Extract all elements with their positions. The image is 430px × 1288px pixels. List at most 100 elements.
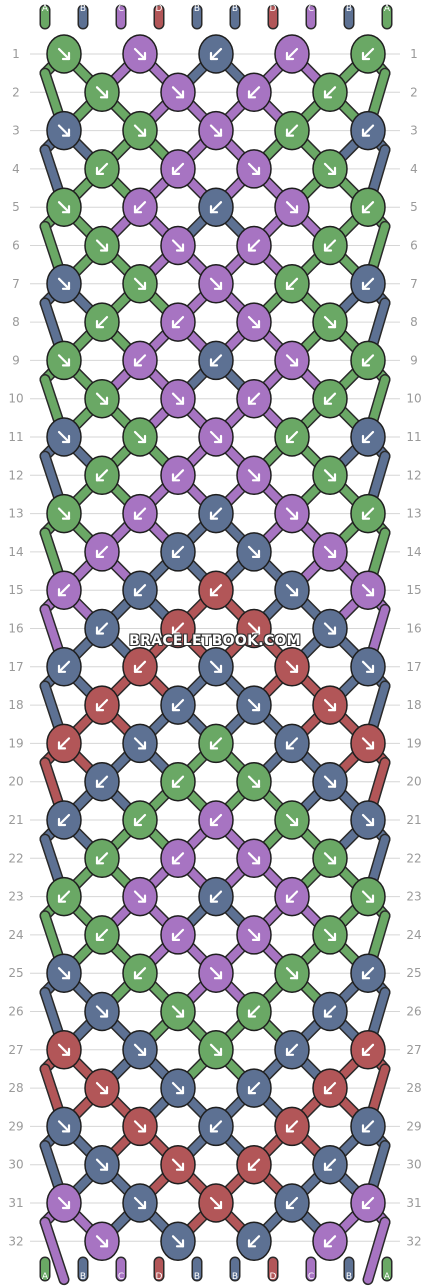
knot [236,378,272,419]
row-number-right: 9 [410,353,418,367]
arrow-down-right-icon [133,430,147,444]
knot [122,1183,158,1223]
knot [84,225,120,266]
knot [274,876,310,917]
arrow-down-left-icon [247,1005,261,1018]
arrow-down-right-icon [323,622,337,635]
knot [274,34,310,74]
row-number-left: 1 [12,47,20,61]
knot [84,302,120,342]
knot [236,225,272,266]
knot [84,761,120,802]
arrow-down-right-icon [57,430,71,444]
knot [312,761,348,802]
strand-label-top: B [80,4,86,14]
row-number-right: 3 [410,124,418,138]
knot [122,570,158,610]
row-number-right: 16 [406,622,421,636]
knot [274,264,310,304]
arrow-down-left-icon [247,86,261,99]
knot [236,761,272,802]
knot [46,1183,82,1223]
knot [274,953,310,993]
row-number-left: 15 [8,583,23,597]
knot [350,264,386,304]
arrow-down-left-icon [247,239,261,252]
knot [122,1106,158,1147]
knot [160,149,196,189]
arrow-down-left-icon [133,584,147,597]
arrow-down-right-icon [95,1005,109,1018]
arrow-down-right-icon [171,1005,185,1018]
strand-label-bottom: B [232,1272,238,1282]
knot [198,647,234,687]
knot [160,838,196,879]
knot [312,1068,348,1108]
knot [46,570,82,610]
knot [274,723,310,764]
row-number-right: 31 [406,1196,421,1210]
arrow-down-left-icon [95,469,109,482]
strand-label-bottom: C [308,1272,314,1282]
row-number-right: 7 [410,277,418,291]
row-number-right: 27 [406,1043,421,1057]
arrow-down-left-icon [171,545,185,559]
arrow-down-right-icon [247,775,261,788]
arrow-down-left-icon [323,392,337,405]
strand-label-top: B [346,4,352,14]
arrow-down-right-icon [247,698,261,712]
arrow-down-left-icon [247,392,261,405]
arrow-down-left-icon [95,928,109,942]
knot [84,608,120,649]
arrow-down-left-icon [285,1120,299,1133]
knot [236,1221,272,1262]
knot [122,187,158,227]
arrow-down-left-icon [133,813,147,827]
arrow-down-right-icon [323,316,337,329]
arrow-down-right-icon [133,890,147,903]
knot [312,991,348,1032]
knot [122,800,158,840]
arrow-down-left-icon [209,737,223,750]
arrow-down-left-icon [209,890,223,903]
arrow-down-left-icon [133,507,147,520]
arrow-down-left-icon [285,890,299,903]
arrow-down-left-icon [285,124,299,137]
knot [122,34,158,74]
row-number-left: 24 [8,928,23,942]
arrow-down-right-icon [247,316,261,329]
row-number-left: 30 [8,1158,23,1172]
row-number-left: 16 [8,622,23,636]
knot [84,378,120,419]
arrow-down-left-icon [209,584,223,597]
arrow-down-left-icon [133,354,147,367]
knot [312,532,348,572]
knot [122,953,158,993]
knot-grid [46,34,386,1262]
knot [274,187,310,227]
knot [84,455,120,496]
row-number-left: 12 [8,468,23,482]
row-number-right: 1 [410,47,418,61]
arrow-down-left-icon [247,1235,261,1248]
arrow-down-left-icon [285,277,299,290]
knot [160,302,196,342]
arrow-down-left-icon [361,1043,375,1056]
arrow-down-left-icon [57,584,71,597]
knot [122,723,158,764]
arrow-down-left-icon [95,852,109,865]
knot [312,378,348,419]
knot [312,838,348,879]
knot [122,417,158,457]
row-number-right: 28 [406,1081,421,1095]
arrow-down-right-icon [57,47,71,61]
arrow-down-right-icon [247,469,261,482]
arrow-down-right-icon [95,1235,109,1248]
arrow-down-right-icon [323,698,337,712]
knot [350,876,386,917]
strand-label-bottom: D [270,1272,277,1282]
knot [274,110,310,151]
arrow-down-left-icon [209,507,223,520]
row-number-left: 18 [8,698,23,712]
knot [46,34,82,74]
